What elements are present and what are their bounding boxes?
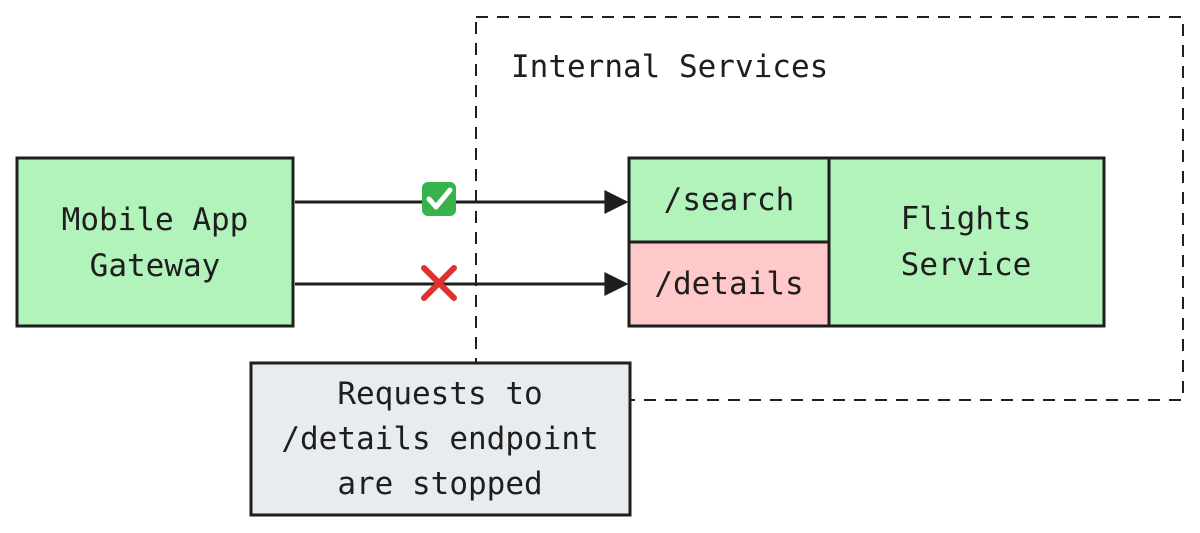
- details-endpoint-rect: [627, 240, 831, 328]
- mobile-app-gateway-box[interactable]: Mobile App Gateway: [15, 156, 295, 328]
- flights-service-label-line1: Flights: [901, 201, 1032, 237]
- gateway-rect: [15, 156, 295, 328]
- note-line2: /details endpoint: [281, 421, 598, 457]
- cross-mark-icon: [421, 265, 457, 301]
- internal-services-boundary: Internal Services: [475, 16, 1184, 401]
- note-line1: Requests to: [337, 376, 542, 412]
- search-endpoint-label: /search: [664, 182, 795, 218]
- gateway-label-line1: Mobile App: [62, 202, 249, 238]
- internal-services-label: Internal Services: [511, 49, 828, 85]
- details-endpoint-label: /details: [654, 266, 803, 302]
- gateway-label-line2: Gateway: [90, 248, 221, 284]
- details-endpoint-box[interactable]: /details: [627, 240, 831, 328]
- note-line3: are stopped: [337, 466, 542, 502]
- flights-service-label-line2: Service: [901, 247, 1032, 283]
- check-mark-icon: [422, 182, 456, 216]
- search-endpoint-box[interactable]: /search: [627, 156, 831, 244]
- note-rect: [249, 361, 632, 517]
- note-box[interactable]: Requests to /details endpoint are stoppe…: [249, 361, 632, 517]
